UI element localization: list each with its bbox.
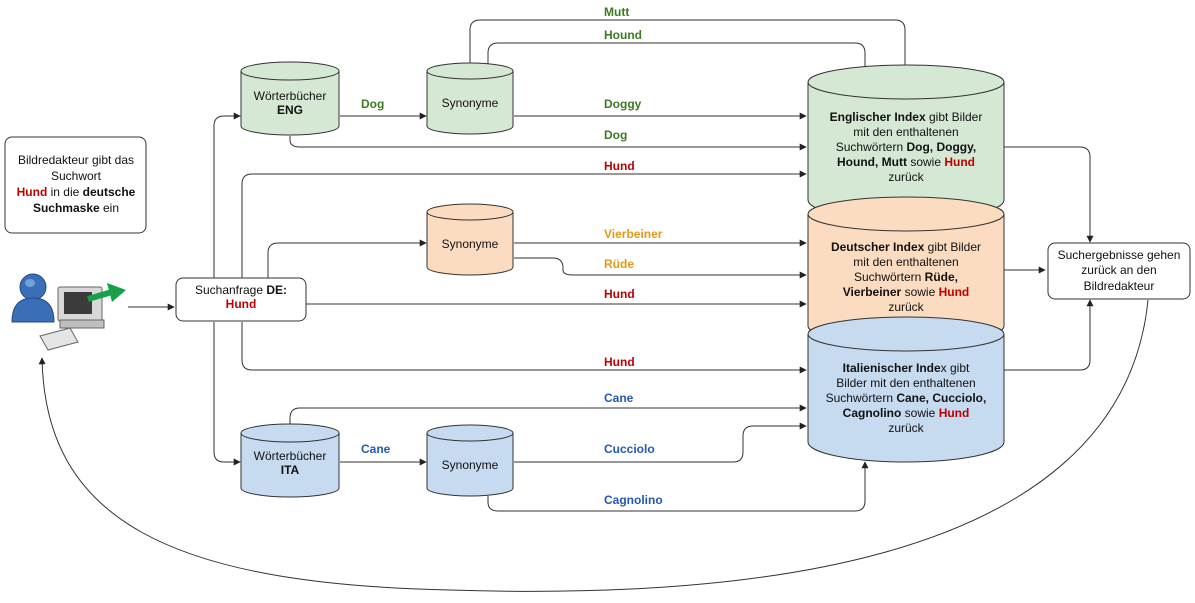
results-line-1: Suchergebnisse gehen [1058, 248, 1181, 262]
index-eng-line-3: Suchwörtern Dog, Doggy, [836, 140, 976, 154]
syn-eng-label: Synonyme [442, 96, 499, 110]
index-eng-line-1: Englischer Index gibt Bilder [830, 110, 983, 124]
label-mutt: Mutt [604, 5, 629, 19]
label-hund-1: Hund [604, 159, 635, 173]
label-hund-3: Hund [604, 355, 635, 369]
dict-ita-line-1: Wörterbücher [254, 449, 327, 463]
connector-query-dict-ita [213, 322, 241, 466]
connector-cucciolo [514, 422, 807, 463]
label-dog-2: Dog [604, 128, 627, 142]
index-eng-line-5: zurück [888, 170, 924, 184]
green-arrow-icon [87, 283, 126, 302]
index-de-line-4: Vierbeiner sowie Hund [843, 285, 970, 299]
label-ruede: Rüde [604, 257, 634, 271]
results-line-3: Bildredakteur [1084, 279, 1155, 293]
note-box: Bildredakteur gibt das Suchwort Hund in … [4, 136, 147, 234]
results-box: Suchergebnisse gehen zurück an den Bildr… [1047, 242, 1191, 300]
syn-ita-label: Synonyme [442, 458, 499, 472]
label-doggy: Doggy [604, 97, 642, 111]
note-line-2: Suchwort [51, 169, 102, 183]
connector-ita-results [1004, 299, 1094, 371]
label-vierbeiner: Vierbeiner [604, 227, 663, 241]
index-eng-line-2: mit den enthaltenen [853, 125, 958, 139]
syn-de-label: Synonyme [442, 237, 499, 251]
note-line-3: Hund in die deutsche [17, 185, 136, 199]
note-line-4: Suchmaske ein [33, 201, 119, 215]
label-dog-1: Dog [361, 97, 384, 111]
connector-hund-ita [241, 322, 807, 374]
label-cane-2: Cane [361, 442, 391, 456]
user-at-computer-icon [11, 273, 126, 351]
query-box: Suchanfrage DE: Hund [175, 277, 307, 322]
index-ita-line-2: Bilder mit den enthaltenen [836, 376, 975, 390]
index-de-line-5: zurück [888, 300, 924, 314]
connector-mutt [469, 19, 909, 77]
connector-dog-eng [289, 136, 807, 151]
label-hund-2: Hund [604, 287, 635, 301]
dict-ita-line-2: ITA [281, 463, 300, 477]
index-ita-line-4: Cagnolino sowie Hund [843, 406, 970, 420]
query-line-1: Suchanfrage DE: [195, 283, 287, 297]
index-ita-cylinder: Italienischer Index gibt Bilder mit den … [807, 316, 1005, 463]
connector-query-syn-de [267, 239, 427, 287]
note-line-1: Bildredakteur gibt das [18, 153, 134, 167]
label-cane-1: Cane [604, 391, 634, 405]
connector-query-dict-eng [213, 112, 241, 287]
index-de-line-3: Suchwörtern Rüde, [854, 270, 958, 284]
edge-labels: Mutt Hound Dog Doggy Dog Hund Vierbeiner… [361, 5, 663, 507]
syn-ita-cylinder: Synonyme [426, 424, 514, 497]
label-cucciolo: Cucciolo [604, 442, 655, 456]
syn-eng-cylinder: Synonyme [426, 62, 514, 135]
index-ita-line-3: Suchwörtern Cane, Cucciolo, [826, 391, 987, 405]
dict-ita-cylinder: Wörterbücher ITA [240, 423, 340, 498]
dict-eng-line-1: Wörterbücher [254, 89, 327, 103]
connector-cagnolino [487, 461, 869, 512]
dict-eng-cylinder: Wörterbücher ENG [240, 61, 340, 136]
index-ita-line-1: Italienischer Index gibt [843, 361, 970, 375]
connector-cane-ita [289, 404, 807, 428]
connector-eng-results [1004, 146, 1094, 243]
connector-return-arc [38, 299, 1149, 592]
connector-hound [487, 42, 869, 84]
index-de-line-1: Deutscher Index gibt Bilder [831, 240, 981, 254]
connector-ruede [514, 257, 807, 279]
connectors [38, 19, 1149, 592]
query-line-2: Hund [226, 297, 257, 311]
label-hound: Hound [604, 28, 642, 42]
index-de-cylinder: Deutscher Index gibt Bilder mit den enth… [807, 196, 1005, 345]
results-line-2: zurück an den [1081, 263, 1156, 277]
index-eng-line-4: Hound, Mutt sowie Hund [837, 155, 975, 169]
index-eng-cylinder: Englischer Index gibt Bilder mit den ent… [807, 64, 1005, 221]
index-de-line-2: mit den enthaltenen [853, 255, 958, 269]
dict-eng-line-2: ENG [277, 103, 303, 117]
label-cagnolino: Cagnolino [604, 493, 663, 507]
index-ita-line-5: zurück [888, 421, 924, 435]
syn-de-cylinder: Synonyme [426, 203, 514, 276]
connector-hund-eng [241, 170, 807, 287]
